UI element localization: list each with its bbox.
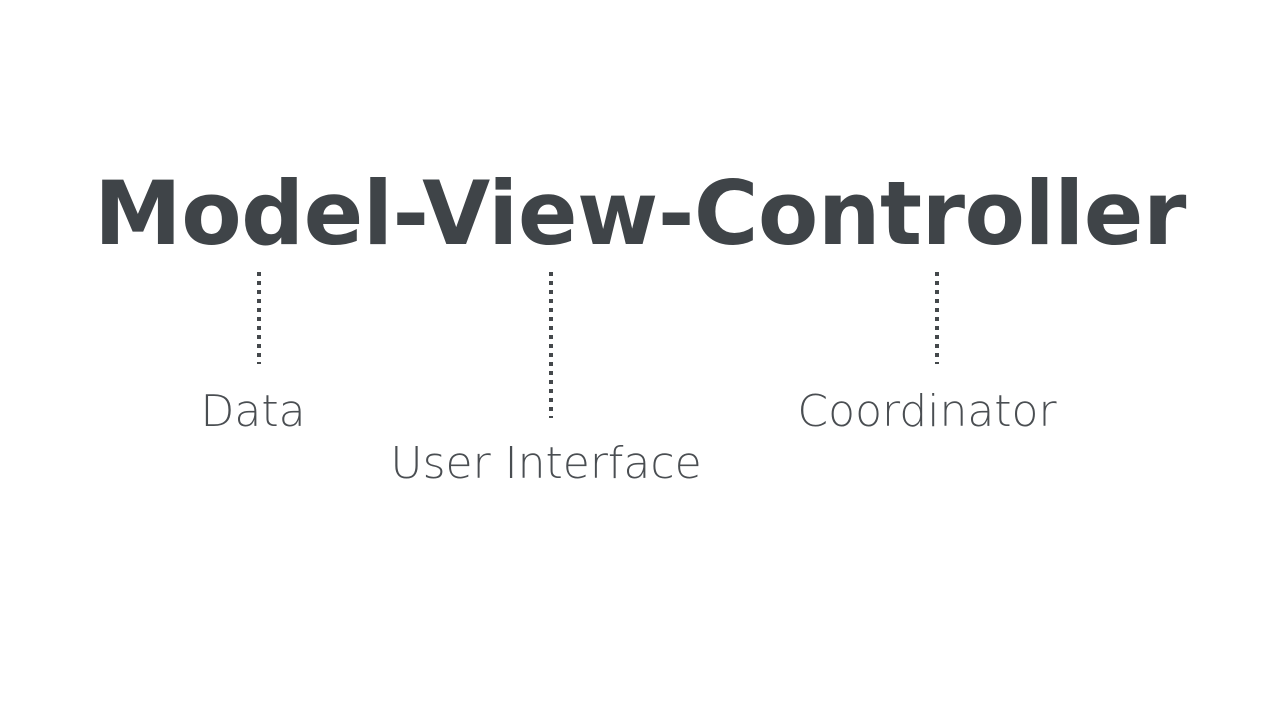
page-title: Model-View-Controller [94,162,1186,265]
view-connector-line [549,272,553,418]
controller-connector-line [935,272,939,364]
model-connector-line [257,272,261,364]
controller-definition-label: Coordinator [797,386,1057,437]
model-definition-label: Data [200,386,306,437]
view-definition-label: User Interface [390,438,702,489]
